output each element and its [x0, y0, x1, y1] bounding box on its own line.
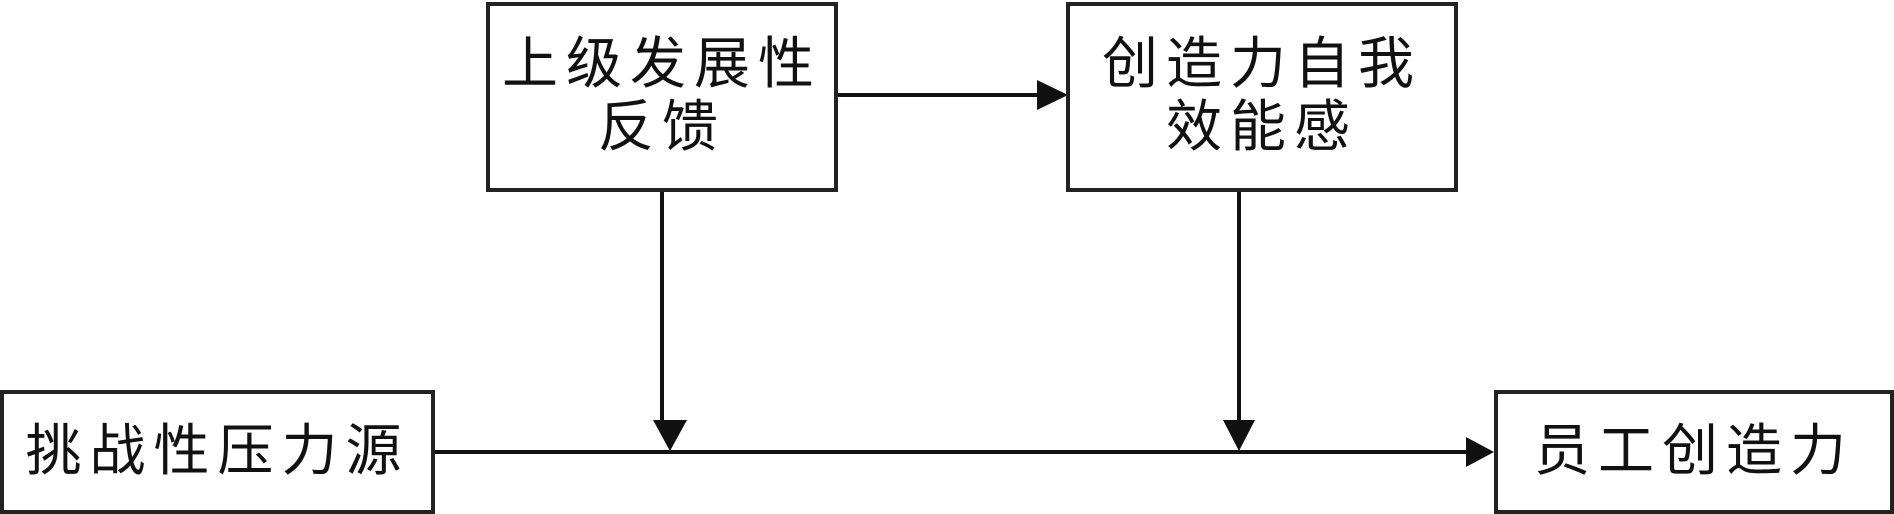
node-creative-self-efficacy: 创造力自我 效能感	[1066, 2, 1458, 192]
node-creative-self-efficacy-line1: 创造力自我	[1102, 32, 1422, 98]
node-creative-self-efficacy-line2: 效能感	[1166, 95, 1358, 160]
node-employee-creativity-label: 员工创造力	[1534, 418, 1854, 484]
node-supervisor-feedback-line2: 反馈	[598, 95, 726, 160]
edge-feedback-to-efficacy-arrowhead	[1037, 80, 1068, 110]
node-supervisor-feedback-line1: 上级发展性	[502, 32, 822, 98]
edge-feedback-moderation-arrowhead	[653, 420, 687, 451]
node-employee-creativity: 员工创造力	[1494, 390, 1894, 514]
edge-stress-to-creativity-arrowhead	[1466, 437, 1494, 467]
node-supervisor-developmental-feedback: 上级发展性 反馈	[486, 2, 838, 192]
node-challenge-stressors: 挑战性压力源	[0, 390, 435, 514]
node-challenge-stressors-label: 挑战性压力源	[25, 418, 410, 484]
edge-efficacy-moderation-arrowhead	[1223, 420, 1255, 451]
